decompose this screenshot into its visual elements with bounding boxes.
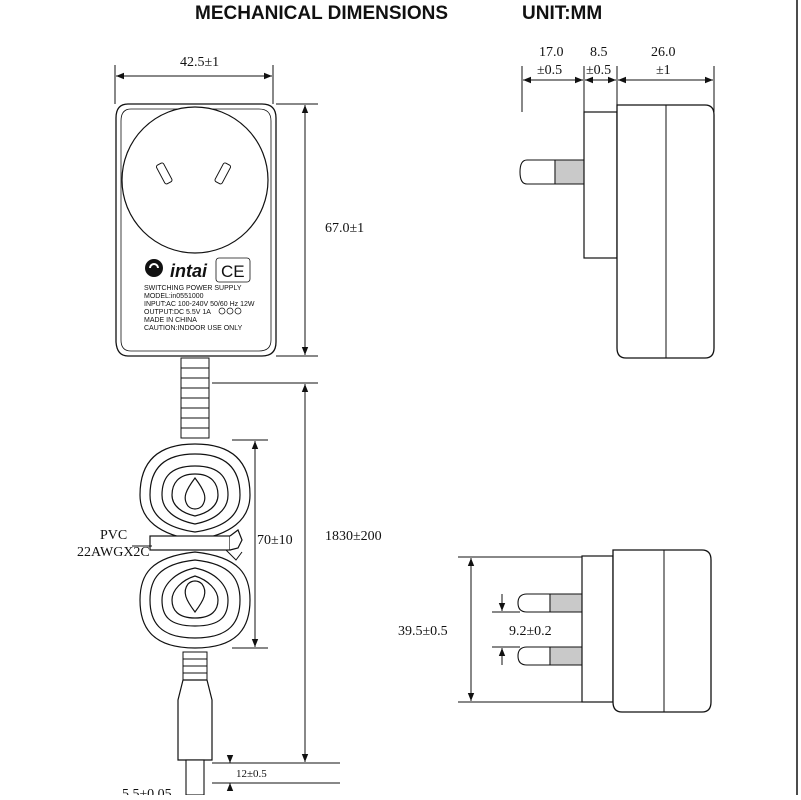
label-line: CAUTION:INDOOR USE ONLY <box>144 325 243 332</box>
width-dimension: 42.5±1 <box>180 55 219 70</box>
brand-logo-icon <box>145 259 163 277</box>
bottom-base <box>581 555 614 703</box>
cable-material-label: PVC <box>100 528 127 543</box>
pin-length-tolerance: ±0.5 <box>537 63 562 78</box>
polarity-symbol-icon <box>218 307 242 315</box>
label-line: MADE IN CHINA <box>144 317 197 324</box>
label-line: OUTPUT:DC 5.5V 1A <box>144 309 211 316</box>
base-depth-tolerance: ±0.5 <box>586 63 611 78</box>
pin-length-dimension: 17.0 <box>539 45 564 60</box>
label-line: MODEL:in0551000 <box>144 293 204 300</box>
label-line: INPUT:AC 100-240V 50/60 Hz 12W <box>144 301 255 308</box>
strain-relief <box>180 357 210 439</box>
pin-slot-left <box>155 162 173 185</box>
coil-dimension: 70±10 <box>257 533 293 548</box>
brand-name: intai <box>170 261 208 281</box>
label-line: SWITCHING POWER SUPPLY <box>144 285 242 292</box>
cable-tie <box>149 529 243 561</box>
plug-face <box>121 106 269 254</box>
pin-slot-right <box>214 162 232 185</box>
ce-mark: CE <box>221 262 245 281</box>
unit-label: UNIT:MM <box>522 3 602 24</box>
side-view: 17.0 ±0.5 8.5 ±0.5 26.0 ±1 <box>519 45 715 359</box>
body-depth-tolerance: ±1 <box>656 63 671 78</box>
bottom-view: 39.5±0.5 9.2±0.2 <box>398 549 712 713</box>
side-base <box>583 111 618 259</box>
cable-gauge-label: 22AWGX2C <box>77 545 150 560</box>
bottom-body <box>612 549 712 713</box>
plug-tip-dimension: 12±0.5 <box>236 768 267 780</box>
base-depth-dimension: 8.5 <box>590 45 608 60</box>
pin-gap-dimension: 9.2±0.2 <box>509 624 552 639</box>
height-dimension: 67.0±1 <box>325 221 364 236</box>
bottom-height-dimension: 39.5±0.5 <box>398 624 448 639</box>
barrel-dimension: 5.5±0.05 <box>122 787 172 795</box>
side-pin <box>519 159 556 185</box>
dc-plug <box>177 651 213 796</box>
bottom-pin-bottom <box>517 646 551 666</box>
drawing-title: MECHANICAL DIMENSIONS <box>195 3 448 24</box>
front-view: 42.5±1 intai CE SWITCHING POWER SUPPLY M… <box>77 55 382 800</box>
bottom-pin-top <box>517 593 551 613</box>
body-depth-dimension: 26.0 <box>651 45 676 60</box>
cable-length-dimension: 1830±200 <box>325 529 382 544</box>
